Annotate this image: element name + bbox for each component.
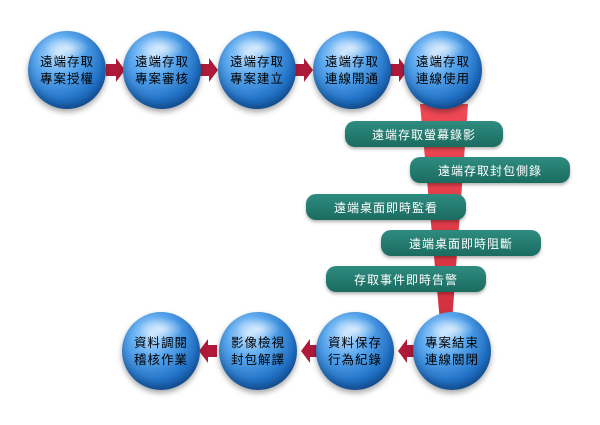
node-image-review: 影像檢視封包解譯 [219, 312, 297, 390]
node-label-line1: 專案結束 [424, 335, 479, 350]
arrow-left-3 [199, 339, 217, 363]
node-project-end: 專案結束連線關閉 [413, 312, 491, 390]
node-label-line1: 資料保存 [327, 335, 382, 350]
node-connection-use: 遠端存取連線使用 [404, 31, 482, 109]
node-label-line2: 專案審核 [134, 71, 189, 86]
feature-screen-recording: 遠端存取螢幕錄影 [345, 121, 503, 147]
feature-realtime-monitor: 遠端桌面即時監看 [306, 194, 466, 220]
node-label-line2: 連線關閉 [424, 352, 479, 367]
node-label-line2: 行為紀錄 [327, 352, 382, 367]
feature-event-alert: 存取事件即時告警 [326, 266, 486, 292]
node-label-line2: 專案授權 [39, 71, 94, 86]
node-label-line2: 連線使用 [415, 71, 470, 86]
node-project-creation: 遠端存取專案建立 [218, 31, 296, 109]
arrow-left-2 [301, 339, 319, 363]
feature-packet-capture: 遠端存取封包側錄 [410, 157, 570, 183]
node-label-line1: 影像檢視 [230, 335, 285, 350]
node-label-line1: 遠端存取 [324, 54, 379, 69]
node-label-line1: 遠端存取 [415, 54, 470, 69]
arrow-left-1 [398, 339, 416, 363]
node-label-line2: 專案建立 [229, 71, 284, 86]
node-label-line2: 稽核作業 [133, 352, 188, 367]
arrow-right-4 [389, 58, 408, 82]
node-connection-open: 遠端存取連線開通 [313, 31, 391, 109]
node-data-retention: 資料保存行為紀錄 [316, 312, 394, 390]
feature-realtime-block: 遠端桌面即時阻斷 [381, 230, 541, 256]
node-label-line2: 封包解譯 [230, 352, 285, 367]
node-label-line1: 遠端存取 [229, 54, 284, 69]
arrow-right-3 [294, 58, 313, 82]
node-label-line1: 遠端存取 [39, 54, 94, 69]
node-label-line1: 資料調閱 [133, 335, 188, 350]
node-project-authorization: 遠端存取專案授權 [28, 31, 106, 109]
node-audit: 資料調閱稽核作業 [122, 312, 200, 390]
arrow-right-1 [106, 58, 125, 82]
node-project-review: 遠端存取專案審核 [123, 31, 201, 109]
node-label-line2: 連線開通 [324, 71, 379, 86]
node-label-line1: 遠端存取 [134, 54, 189, 69]
arrow-right-2 [199, 58, 218, 82]
